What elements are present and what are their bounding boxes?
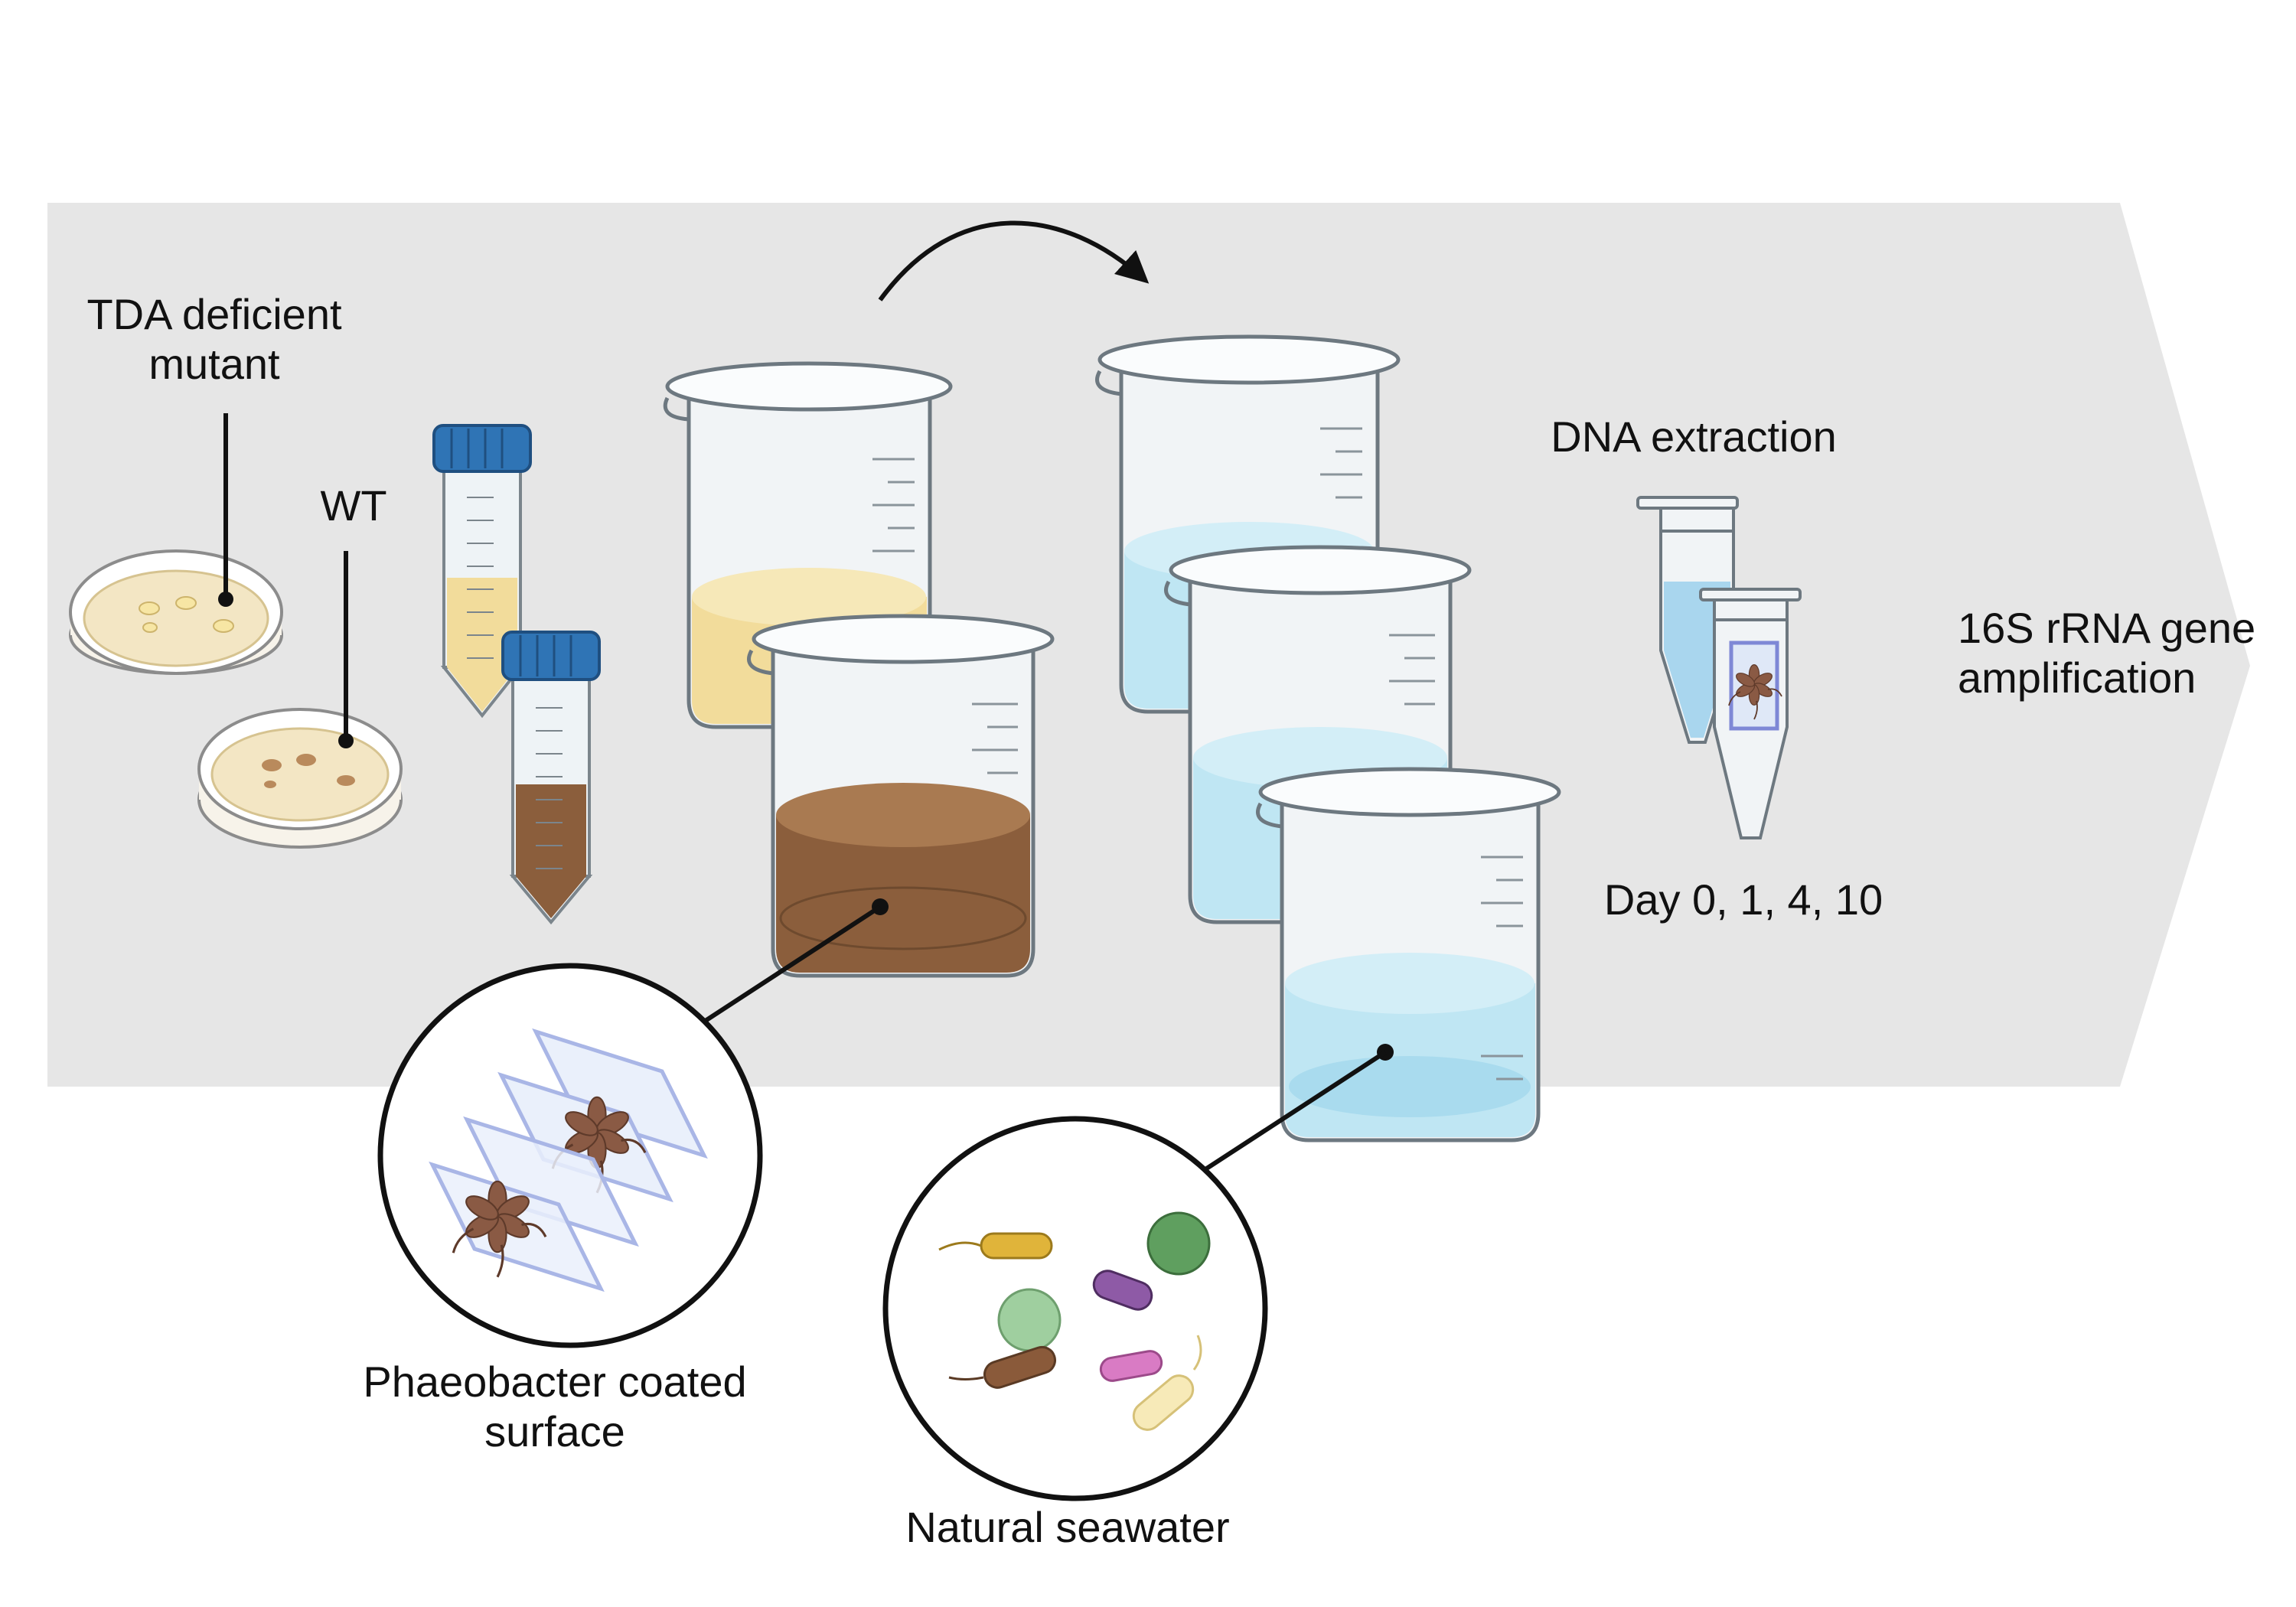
zoom-circle-natural-seawater — [882, 1116, 1268, 1501]
label-wt: WT — [320, 481, 386, 530]
label-amplification-line2: amplification — [1958, 654, 2196, 702]
label-amplification-line1: 16S rRNA gene — [1958, 604, 2255, 652]
microbe-rod-pink — [1099, 1350, 1163, 1382]
microbe-rod-brown — [948, 1345, 1056, 1389]
microbe-rod-purple — [1092, 1270, 1153, 1311]
eppendorf-tube-surface — [1699, 588, 1802, 839]
label-tda-mutant-line1: TDA deficient — [86, 290, 341, 338]
leader-brown-beaker — [703, 905, 882, 1024]
label-seawater: Natural seawater — [905, 1503, 1229, 1551]
microbe-rod-yellow — [938, 1232, 1053, 1260]
label-surface-line1: Phaeobacter coated — [363, 1358, 746, 1406]
petri-dish-tda-mutant — [69, 549, 283, 675]
microbe-coccus-green — [1146, 1211, 1211, 1276]
label-tda-mutant-line2: mutant — [148, 340, 280, 388]
leader-seawater-beaker — [1204, 1050, 1387, 1172]
microbe-rod-cream — [1132, 1335, 1202, 1431]
label-days: Day 0, 1, 4, 10 — [1604, 875, 1883, 924]
label-surface-line2: surface — [484, 1407, 625, 1455]
beaker-brown — [747, 614, 1055, 978]
petri-dish-wt — [197, 708, 403, 849]
zoom-circle-coated-surface — [377, 963, 763, 1348]
falcon-tube-brown — [501, 631, 601, 925]
transfer-arrow — [878, 220, 1150, 302]
beaker-seawater-3 — [1256, 767, 1561, 1143]
falcon-tube-yellow — [432, 424, 532, 719]
label-dna-extraction: DNA extraction — [1551, 412, 1837, 461]
microbe-coccus-lightgreen — [997, 1288, 1062, 1352]
